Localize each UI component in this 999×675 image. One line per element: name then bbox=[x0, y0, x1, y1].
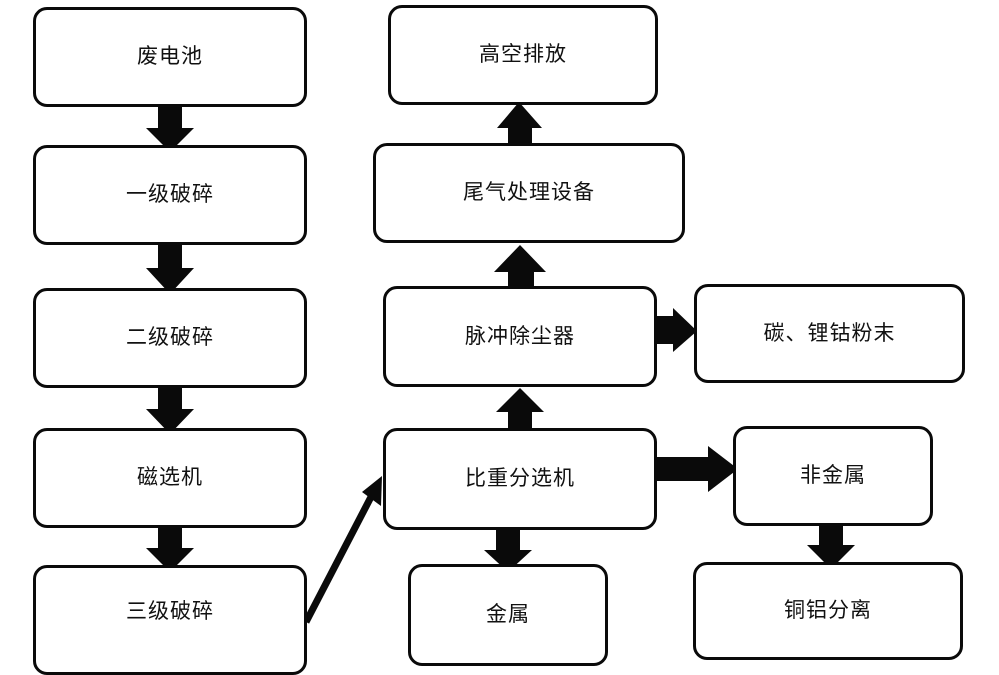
node-non-metal[interactable]: 非金属 bbox=[733, 426, 933, 526]
edge-pulse-dust-collector-to-exhaust-treatment bbox=[494, 245, 546, 292]
node-carbon-licobalt-powder[interactable]: 碳、锂钴粉末 bbox=[694, 284, 965, 383]
node-label: 脉冲除尘器 bbox=[465, 323, 575, 348]
node-tertiary-crushing[interactable]: 三级破碎 bbox=[33, 565, 307, 675]
node-label: 碳、锂钴粉末 bbox=[763, 320, 896, 345]
node-label: 三级破碎 bbox=[126, 599, 214, 624]
node-magnetic-separator[interactable]: 磁选机 bbox=[33, 428, 307, 528]
node-high-altitude-emission[interactable]: 高空排放 bbox=[388, 5, 658, 105]
node-waste-battery[interactable]: 废电池 bbox=[33, 7, 307, 107]
edge-exhaust-treatment-to-high-altitude-emission bbox=[497, 102, 542, 148]
node-label: 二级破碎 bbox=[126, 325, 214, 350]
node-primary-crushing[interactable]: 一级破碎 bbox=[33, 145, 307, 245]
edge-primary-crushing-to-secondary-crushing bbox=[146, 241, 194, 294]
node-secondary-crushing[interactable]: 二级破碎 bbox=[33, 288, 307, 388]
node-gravity-separator[interactable]: 比重分选机 bbox=[383, 428, 657, 530]
edge-gravity-separator-to-pulse-dust-collector bbox=[496, 388, 544, 433]
node-label: 废电池 bbox=[137, 44, 203, 69]
node-label: 尾气处理设备 bbox=[463, 180, 595, 205]
node-metal[interactable]: 金属 bbox=[408, 564, 608, 666]
node-copper-aluminum-separation[interactable]: 铜铝分离 bbox=[693, 562, 963, 660]
edge-pulse-dust-collector-to-carbon-licobalt-powder bbox=[654, 308, 697, 352]
node-label: 非金属 bbox=[800, 463, 866, 488]
node-label: 一级破碎 bbox=[126, 182, 214, 207]
edge-tertiary-crushing-to-gravity-separator bbox=[302, 476, 382, 624]
node-exhaust-treatment[interactable]: 尾气处理设备 bbox=[373, 143, 685, 243]
node-label: 磁选机 bbox=[137, 465, 203, 490]
node-label: 高空排放 bbox=[479, 42, 567, 67]
node-label: 铜铝分离 bbox=[784, 598, 872, 623]
edge-gravity-separator-to-non-metal bbox=[653, 446, 738, 492]
node-label: 比重分选机 bbox=[465, 466, 575, 491]
node-label: 金属 bbox=[486, 602, 530, 627]
node-pulse-dust-collector[interactable]: 脉冲除尘器 bbox=[383, 286, 657, 387]
edge-secondary-crushing-to-magnetic-separator bbox=[146, 384, 194, 434]
